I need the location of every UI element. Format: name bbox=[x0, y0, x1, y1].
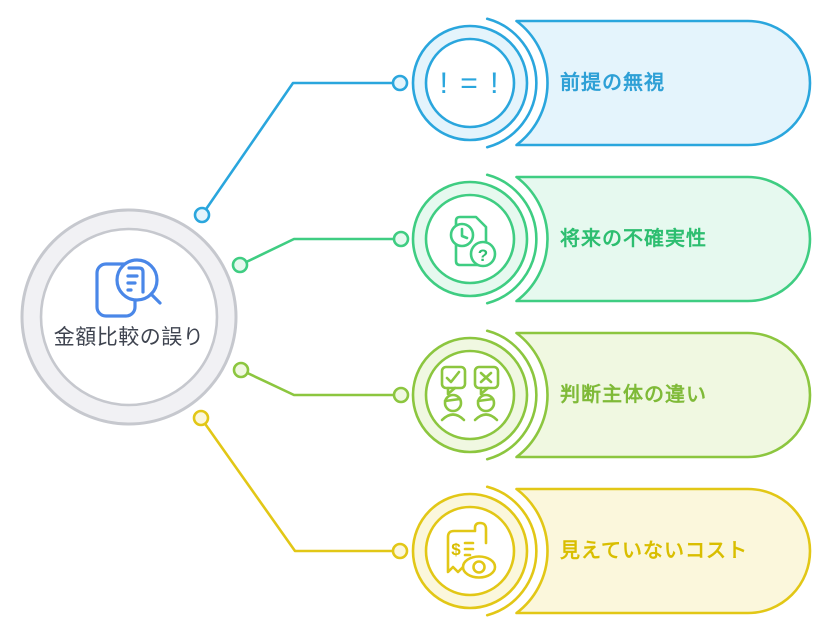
document-magnifier-icon bbox=[95, 258, 162, 318]
decorative-arc bbox=[485, 17, 538, 149]
connector-end-dot bbox=[391, 74, 409, 92]
shoulders bbox=[440, 413, 466, 422]
question-circle bbox=[469, 240, 497, 268]
face-line bbox=[476, 397, 495, 403]
connector-hidden-cost bbox=[192, 409, 409, 560]
check-mark bbox=[445, 370, 461, 384]
connector-judge bbox=[232, 361, 410, 404]
node-hidden-cost: $ bbox=[411, 485, 812, 617]
bubble-tail bbox=[446, 386, 457, 396]
node-uncertainty: ? bbox=[411, 173, 812, 305]
person-disagree bbox=[473, 365, 500, 422]
face-line bbox=[443, 397, 462, 403]
connector-end-dot bbox=[392, 386, 410, 404]
decorative-arc bbox=[485, 329, 538, 461]
connector-start-dot bbox=[231, 256, 249, 274]
connector-uncertainty bbox=[231, 230, 410, 274]
connector-start-dot bbox=[232, 361, 250, 379]
eye-pupil bbox=[472, 560, 486, 574]
pill-shape bbox=[515, 331, 812, 459]
connector-end-dot bbox=[391, 542, 409, 560]
person-agree bbox=[440, 365, 467, 422]
connector-line bbox=[239, 368, 403, 397]
decorative-arc bbox=[485, 173, 538, 305]
bubble-tail bbox=[479, 386, 490, 396]
document-clock-question-icon: ? bbox=[449, 215, 497, 268]
badge-inner-circle bbox=[424, 349, 516, 441]
receipt-eye-icon: $ bbox=[446, 521, 497, 579]
node-label-hidden-cost: 見えていないコスト bbox=[560, 540, 748, 562]
people-agree-disagree-icon bbox=[440, 365, 500, 422]
clock-hands bbox=[460, 227, 469, 240]
head bbox=[443, 393, 463, 413]
node-label-judge: 判断主体の違い bbox=[560, 384, 707, 406]
connector-start-dot bbox=[193, 206, 211, 224]
node-judge bbox=[411, 329, 812, 461]
doc-text-lines bbox=[126, 274, 139, 292]
hub-node bbox=[20, 208, 238, 426]
receipt-lines bbox=[463, 541, 475, 557]
dollar-sign: $ bbox=[451, 540, 461, 559]
node-label-uncertainty: 将来の不確実性 bbox=[560, 228, 707, 250]
shoulders bbox=[473, 413, 499, 422]
node-label-premise: 前提の無視 bbox=[560, 72, 665, 94]
magnifier-handle bbox=[149, 292, 162, 305]
connector-start-dot bbox=[192, 409, 210, 427]
pill-shape bbox=[515, 175, 812, 303]
badge-inner-circle bbox=[424, 505, 516, 597]
connector-line bbox=[199, 416, 402, 553]
connector-end-dot bbox=[392, 230, 410, 248]
decorative-arc bbox=[485, 485, 538, 617]
hub-label: 金額比較の誤り bbox=[53, 326, 205, 349]
pill-shape bbox=[515, 487, 812, 615]
receipt-outline bbox=[446, 521, 488, 574]
doc-corner-line bbox=[127, 266, 145, 294]
badge-inner-circle bbox=[424, 37, 516, 129]
not-equal-icon: ! = ! bbox=[440, 67, 501, 100]
node-premise: ! = ! bbox=[411, 17, 812, 149]
connector-line bbox=[238, 237, 403, 267]
question-mark: ? bbox=[478, 246, 488, 265]
x-mark bbox=[479, 371, 493, 384]
head bbox=[476, 393, 496, 413]
connector-premise bbox=[193, 74, 409, 224]
pill-shape bbox=[515, 19, 812, 147]
connector-line bbox=[200, 81, 402, 217]
